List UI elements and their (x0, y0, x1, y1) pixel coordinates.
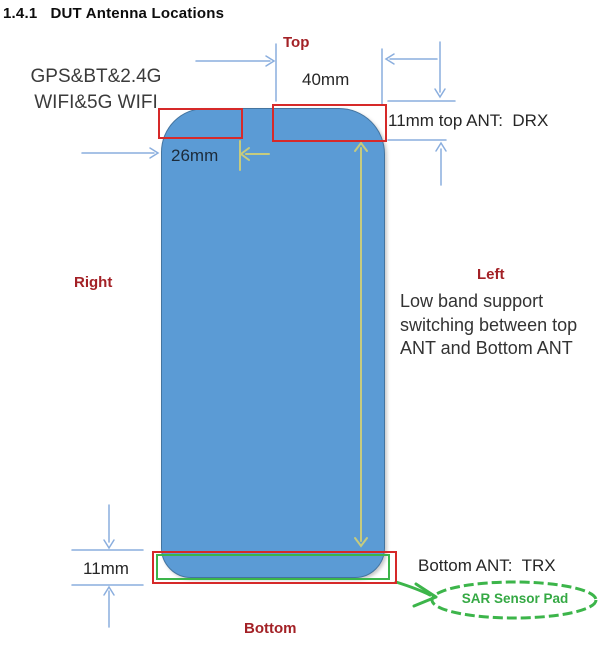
top-left-antenna-label: GPS&BT&2.4G WIFI&5G WIFI (22, 64, 170, 116)
bottom-ant-down-arrow-head-icon (103, 539, 115, 550)
sar-sensor-pad-label: SAR Sensor Pad (461, 591, 569, 606)
bottom-antenna-label: Bottom ANT: TRX (418, 556, 556, 575)
sar-arrow-tail (394, 580, 432, 597)
top-arrow-right-head-icon (384, 53, 395, 65)
low-band-note-line1: Low band support (400, 291, 544, 311)
low-band-note-line2: switching between top (400, 314, 578, 335)
bottom-ant-up-arrow-head-icon (103, 585, 115, 596)
side-label-left: Left (477, 266, 505, 283)
top-left-antenna-label-line1: GPS&BT&2.4G (30, 66, 162, 87)
top-left-antenna-label-line2: WIFI&5G WIFI (34, 92, 158, 113)
top-antenna-label: 11mm top ANT: DRX (388, 111, 549, 130)
section-title: 1.4.1 DUT Antenna Locations (3, 5, 225, 22)
bottom-antenna-outline (152, 551, 397, 584)
phone-body (161, 108, 385, 578)
left-antenna-width-dimension: 26mm (171, 146, 219, 165)
top-left-antenna-outline (158, 108, 243, 139)
side-label-top: Top (283, 34, 310, 51)
left-edge-arrow-head-icon (149, 147, 160, 159)
low-band-note-line3: ANT and Bottom ANT (400, 338, 573, 358)
low-band-note: Low band support switching between top A… (400, 290, 577, 361)
top-width-dimension: 40mm (302, 70, 350, 89)
top-ant-down-arrow-head-icon (434, 88, 446, 99)
top-right-antenna-outline (272, 104, 387, 142)
side-label-right: Right (74, 274, 113, 291)
top-arrow-left-head-icon (265, 55, 276, 67)
top-ant-up-arrow-head-icon (435, 141, 447, 152)
bottom-height-dimension: 11mm (83, 559, 129, 578)
side-label-bottom: Bottom (244, 620, 297, 637)
sar-sensor-pad-outline (156, 554, 390, 580)
